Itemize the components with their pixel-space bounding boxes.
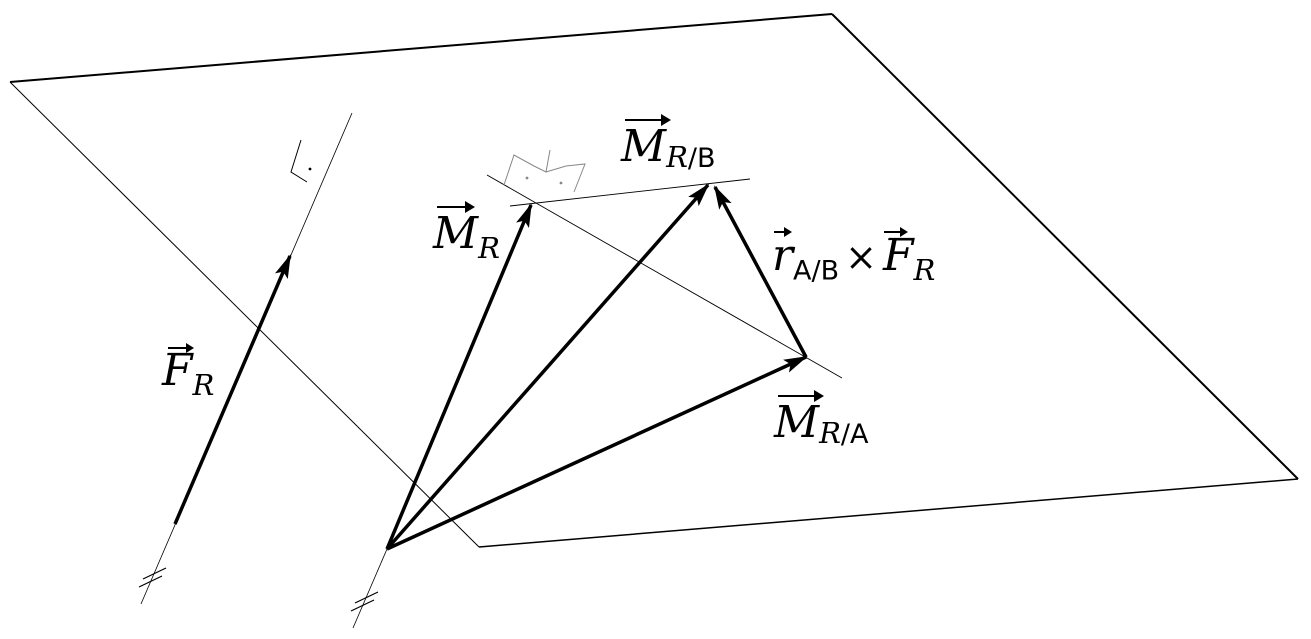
right-angle-marks-top [503,149,586,193]
label-F-R: FR [162,343,215,403]
label-M-RB: MR/B [621,114,716,174]
vector-arrow-icon [625,114,671,126]
force-vector-F-R [173,254,292,525]
parallel-marks-origin [350,591,379,612]
vector-arrow-icon [884,227,908,237]
perpendicular-line-to-M-RA [486,174,843,379]
parallel-marks-left [138,567,167,588]
plane-edge-top [9,13,833,83]
origin-line-of-action [352,548,388,629]
moment-vector-M-RA [386,355,808,551]
label-r-cross-F: rA/B×FR [772,227,936,288]
line-through-M-RB-tip [509,178,751,207]
plane-edge-bottom [478,478,1299,548]
plane-edge-left [9,81,480,548]
vector-arrow-icon [437,201,475,213]
moment-vector-M-R [385,203,533,550]
moment-vector-M-RB [385,183,710,551]
cross-product-vector [713,185,808,358]
vector-arrow-icon [778,390,824,402]
vector-arrow-icon [168,343,194,353]
vector-arrow-icon [774,227,792,237]
label-M-R: MR [433,201,500,266]
right-angle-mark-left [290,139,312,183]
plane-edge-right [831,13,1299,480]
label-M-RA: MR/A [774,390,869,450]
